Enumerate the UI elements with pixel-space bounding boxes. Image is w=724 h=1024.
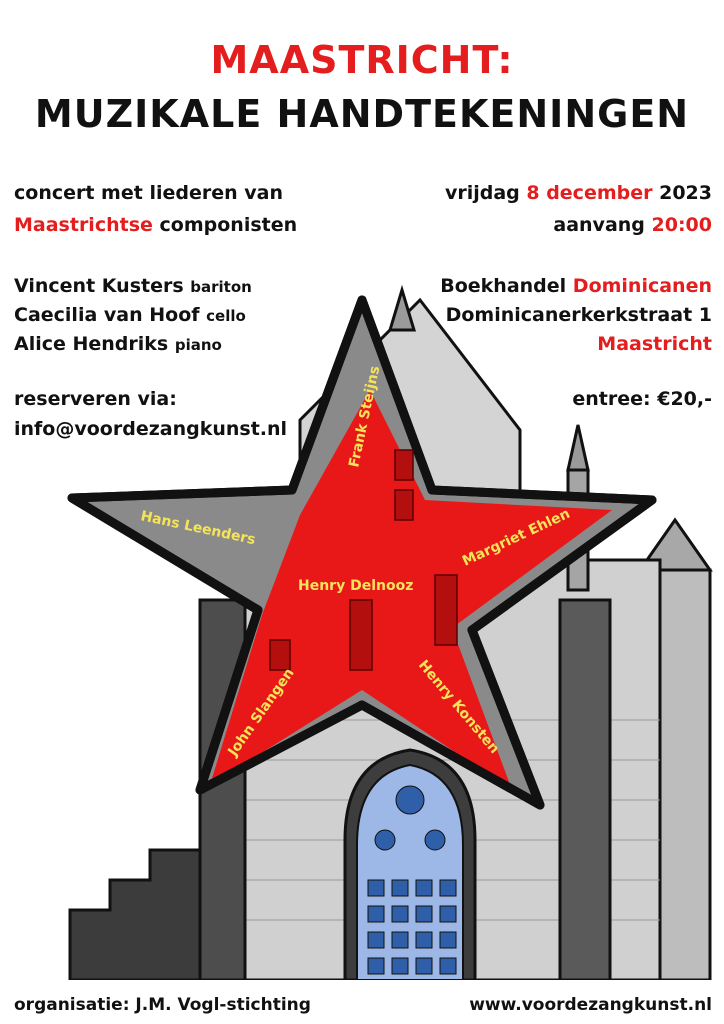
- star-name-henry-d: Henry Delnooz: [298, 578, 413, 594]
- start-hour: 20:00: [651, 214, 712, 236]
- venue-prefix: Boekhandel: [440, 275, 573, 297]
- entrance-price: entree: €20,-: [572, 388, 712, 410]
- start-time: aanvang 20:00: [553, 214, 712, 236]
- date-year: 2023: [652, 182, 712, 204]
- title-main: MUZIKALE HANDTEKENINGEN: [34, 92, 690, 136]
- venue-address: Dominicanerkerkstraat 1: [445, 304, 712, 326]
- star-shape: [67, 295, 657, 810]
- church-star-illustration: Frank Steijns Hans Leenders Henry Delnoo…: [67, 284, 713, 980]
- reserve-label: reserveren via:: [14, 388, 177, 410]
- performer-2: Caecilia van Hoof cello: [14, 304, 246, 326]
- performer-name: Alice Hendriks: [14, 333, 169, 355]
- reserve-email[interactable]: info@voordezangkunst.nl: [14, 418, 288, 440]
- date-prefix: vrijdag: [444, 182, 527, 204]
- venue: Boekhandel Dominicanen: [440, 275, 712, 297]
- concert-line1: concert met liederen van: [14, 182, 283, 204]
- concert-composers-red: Maastrichtse: [14, 214, 153, 236]
- performer-role: bariton: [190, 278, 252, 296]
- title-city: MAASTRICHT:: [210, 38, 514, 82]
- performer-name: Vincent Kusters: [14, 275, 184, 297]
- date-day: 8 december: [526, 182, 653, 204]
- performer-role: cello: [206, 307, 246, 325]
- performer-1: Vincent Kusters bariton: [14, 275, 252, 297]
- concert-line2: Maastrichtse componisten: [14, 214, 297, 236]
- performer-3: Alice Hendriks piano: [14, 333, 222, 355]
- venue-city: Maastricht: [597, 333, 712, 355]
- venue-name: Dominicanen: [572, 275, 712, 297]
- footer-website[interactable]: www.voordezangkunst.nl: [469, 995, 712, 1015]
- date: vrijdag 8 december 2023: [445, 182, 712, 204]
- footer-organisation: organisatie: J.M. Vogl-stichting: [14, 995, 311, 1015]
- performer-role: piano: [174, 336, 222, 354]
- start-prefix: aanvang: [553, 214, 652, 236]
- concert-composers-rest: componisten: [152, 214, 298, 236]
- performer-name: Caecilia van Hoof: [14, 304, 200, 326]
